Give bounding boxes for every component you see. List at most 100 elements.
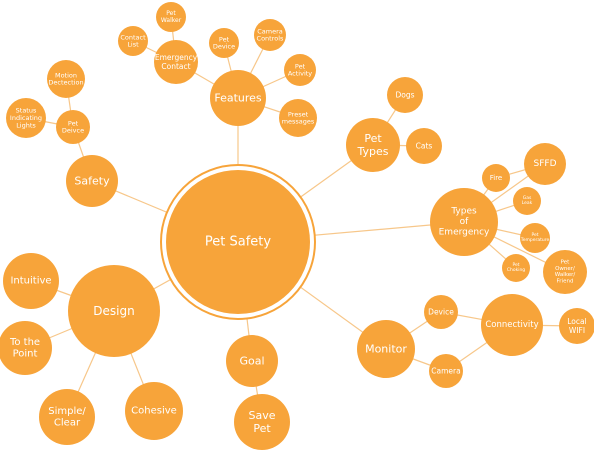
node-label-cats: Cats bbox=[416, 142, 433, 151]
node-label-intuitive: Intuitive bbox=[10, 276, 51, 287]
node-label-local-wifi: Local bbox=[567, 317, 586, 326]
node-circle-emergency-contact bbox=[154, 40, 198, 84]
node-label-fire: Fire bbox=[490, 174, 503, 182]
node-label-pet-temperature: Temperature bbox=[520, 237, 550, 243]
node-cats: Cats bbox=[406, 128, 442, 164]
node-label-emergency-contact: Emergency bbox=[155, 53, 198, 62]
node-label-camera-controls: Controls bbox=[257, 35, 284, 43]
node-simple-clear: Simple/Clear bbox=[39, 389, 95, 445]
node-camera: Camera bbox=[429, 354, 463, 388]
node-circle-safety bbox=[66, 155, 118, 207]
node-safety: Safety bbox=[66, 155, 118, 207]
node-label-to-the-point: To the bbox=[9, 337, 40, 348]
node-label-pet-device-safety: Pet bbox=[68, 119, 79, 127]
node-circle-pet-safety bbox=[166, 170, 310, 314]
node-label-simple-clear: Simple/ bbox=[48, 406, 86, 417]
node-design: Design bbox=[68, 265, 160, 357]
node-circle-pet-choking bbox=[502, 254, 530, 282]
node-label-camera: Camera bbox=[431, 367, 460, 376]
node-fire: Fire bbox=[482, 164, 510, 192]
node-label-save-pet: Pet bbox=[253, 422, 271, 435]
node-label-pet-owner: Walker/ bbox=[555, 272, 576, 278]
node-goal: Goal bbox=[226, 335, 278, 387]
node-circle-camera-controls bbox=[254, 19, 286, 51]
node-label-preset-messages: messages bbox=[282, 118, 315, 126]
node-label-motion-detection: Motion bbox=[55, 71, 77, 79]
node-label-save-pet: Save bbox=[248, 409, 275, 422]
node-label-pet-owner: Friend bbox=[557, 278, 574, 284]
node-circle-sffd bbox=[524, 143, 566, 185]
node-features: Features bbox=[210, 70, 266, 126]
node-label-dogs: Dogs bbox=[395, 91, 414, 100]
node-label-pet-owner: Pet bbox=[561, 260, 571, 266]
node-cohesive: Cohesive bbox=[125, 382, 183, 440]
node-circle-motion-detection bbox=[47, 60, 85, 98]
node-circle-device bbox=[424, 295, 458, 329]
node-label-contact-list: List bbox=[127, 41, 139, 49]
node-circle-dogs bbox=[387, 77, 423, 113]
node-circle-pet-walker bbox=[156, 2, 186, 32]
node-connectivity: Connectivity bbox=[481, 294, 543, 356]
node-label-safety: Safety bbox=[74, 175, 110, 188]
node-sffd: SFFD bbox=[524, 143, 566, 185]
node-circle-to-the-point bbox=[0, 321, 52, 375]
node-circle-pet-temperature bbox=[520, 223, 550, 253]
node-label-pet-device-features: Pet bbox=[219, 35, 230, 43]
node-label-contact-list: Contact bbox=[120, 33, 146, 41]
node-label-pet-types: Pet bbox=[364, 132, 382, 145]
node-intuitive: Intuitive bbox=[3, 253, 59, 309]
node-label-pet-choking: Choking bbox=[507, 267, 525, 273]
node-label-status-lights: Status bbox=[16, 107, 37, 115]
node-label-pet-types: Types bbox=[357, 145, 389, 158]
node-label-pet-device-safety: Deivce bbox=[62, 127, 84, 135]
node-circle-cohesive bbox=[125, 382, 183, 440]
node-circle-features bbox=[210, 70, 266, 126]
node-label-goal: Goal bbox=[239, 355, 264, 368]
node-circle-cats bbox=[406, 128, 442, 164]
node-device: Device bbox=[424, 295, 458, 329]
node-label-pet-walker: Pet bbox=[166, 10, 176, 17]
node-label-cohesive: Cohesive bbox=[131, 406, 177, 417]
node-circle-pet-owner bbox=[543, 250, 587, 294]
node-circle-save-pet bbox=[234, 394, 290, 450]
node-circle-intuitive bbox=[3, 253, 59, 309]
node-circle-types-of-emergency bbox=[430, 188, 498, 256]
node-label-pet-activity: Activity bbox=[288, 70, 312, 78]
node-label-pet-temperature: Pet bbox=[531, 232, 538, 238]
node-label-pet-device-features: Device bbox=[213, 43, 235, 51]
node-label-local-wifi: WIFI bbox=[569, 326, 585, 335]
node-monitor: Monitor bbox=[357, 320, 415, 378]
node-label-status-lights: Indicating bbox=[10, 114, 42, 122]
node-circle-pet-activity bbox=[284, 54, 316, 86]
node-label-sffd: SFFD bbox=[534, 159, 557, 169]
node-label-design: Design bbox=[93, 304, 134, 318]
node-circle-local-wifi bbox=[559, 308, 594, 344]
node-circle-connectivity bbox=[481, 294, 543, 356]
node-label-pet-activity: Pet bbox=[295, 62, 306, 70]
node-label-types-of-emergency: Types bbox=[450, 207, 477, 217]
node-label-emergency-contact: Contact bbox=[161, 62, 190, 71]
node-circle-status-lights bbox=[6, 98, 46, 138]
node-circle-contact-list bbox=[118, 26, 148, 56]
node-label-pet-safety: Pet Safety bbox=[205, 235, 271, 250]
node-circle-simple-clear bbox=[39, 389, 95, 445]
node-circle-pet-types bbox=[346, 118, 400, 172]
